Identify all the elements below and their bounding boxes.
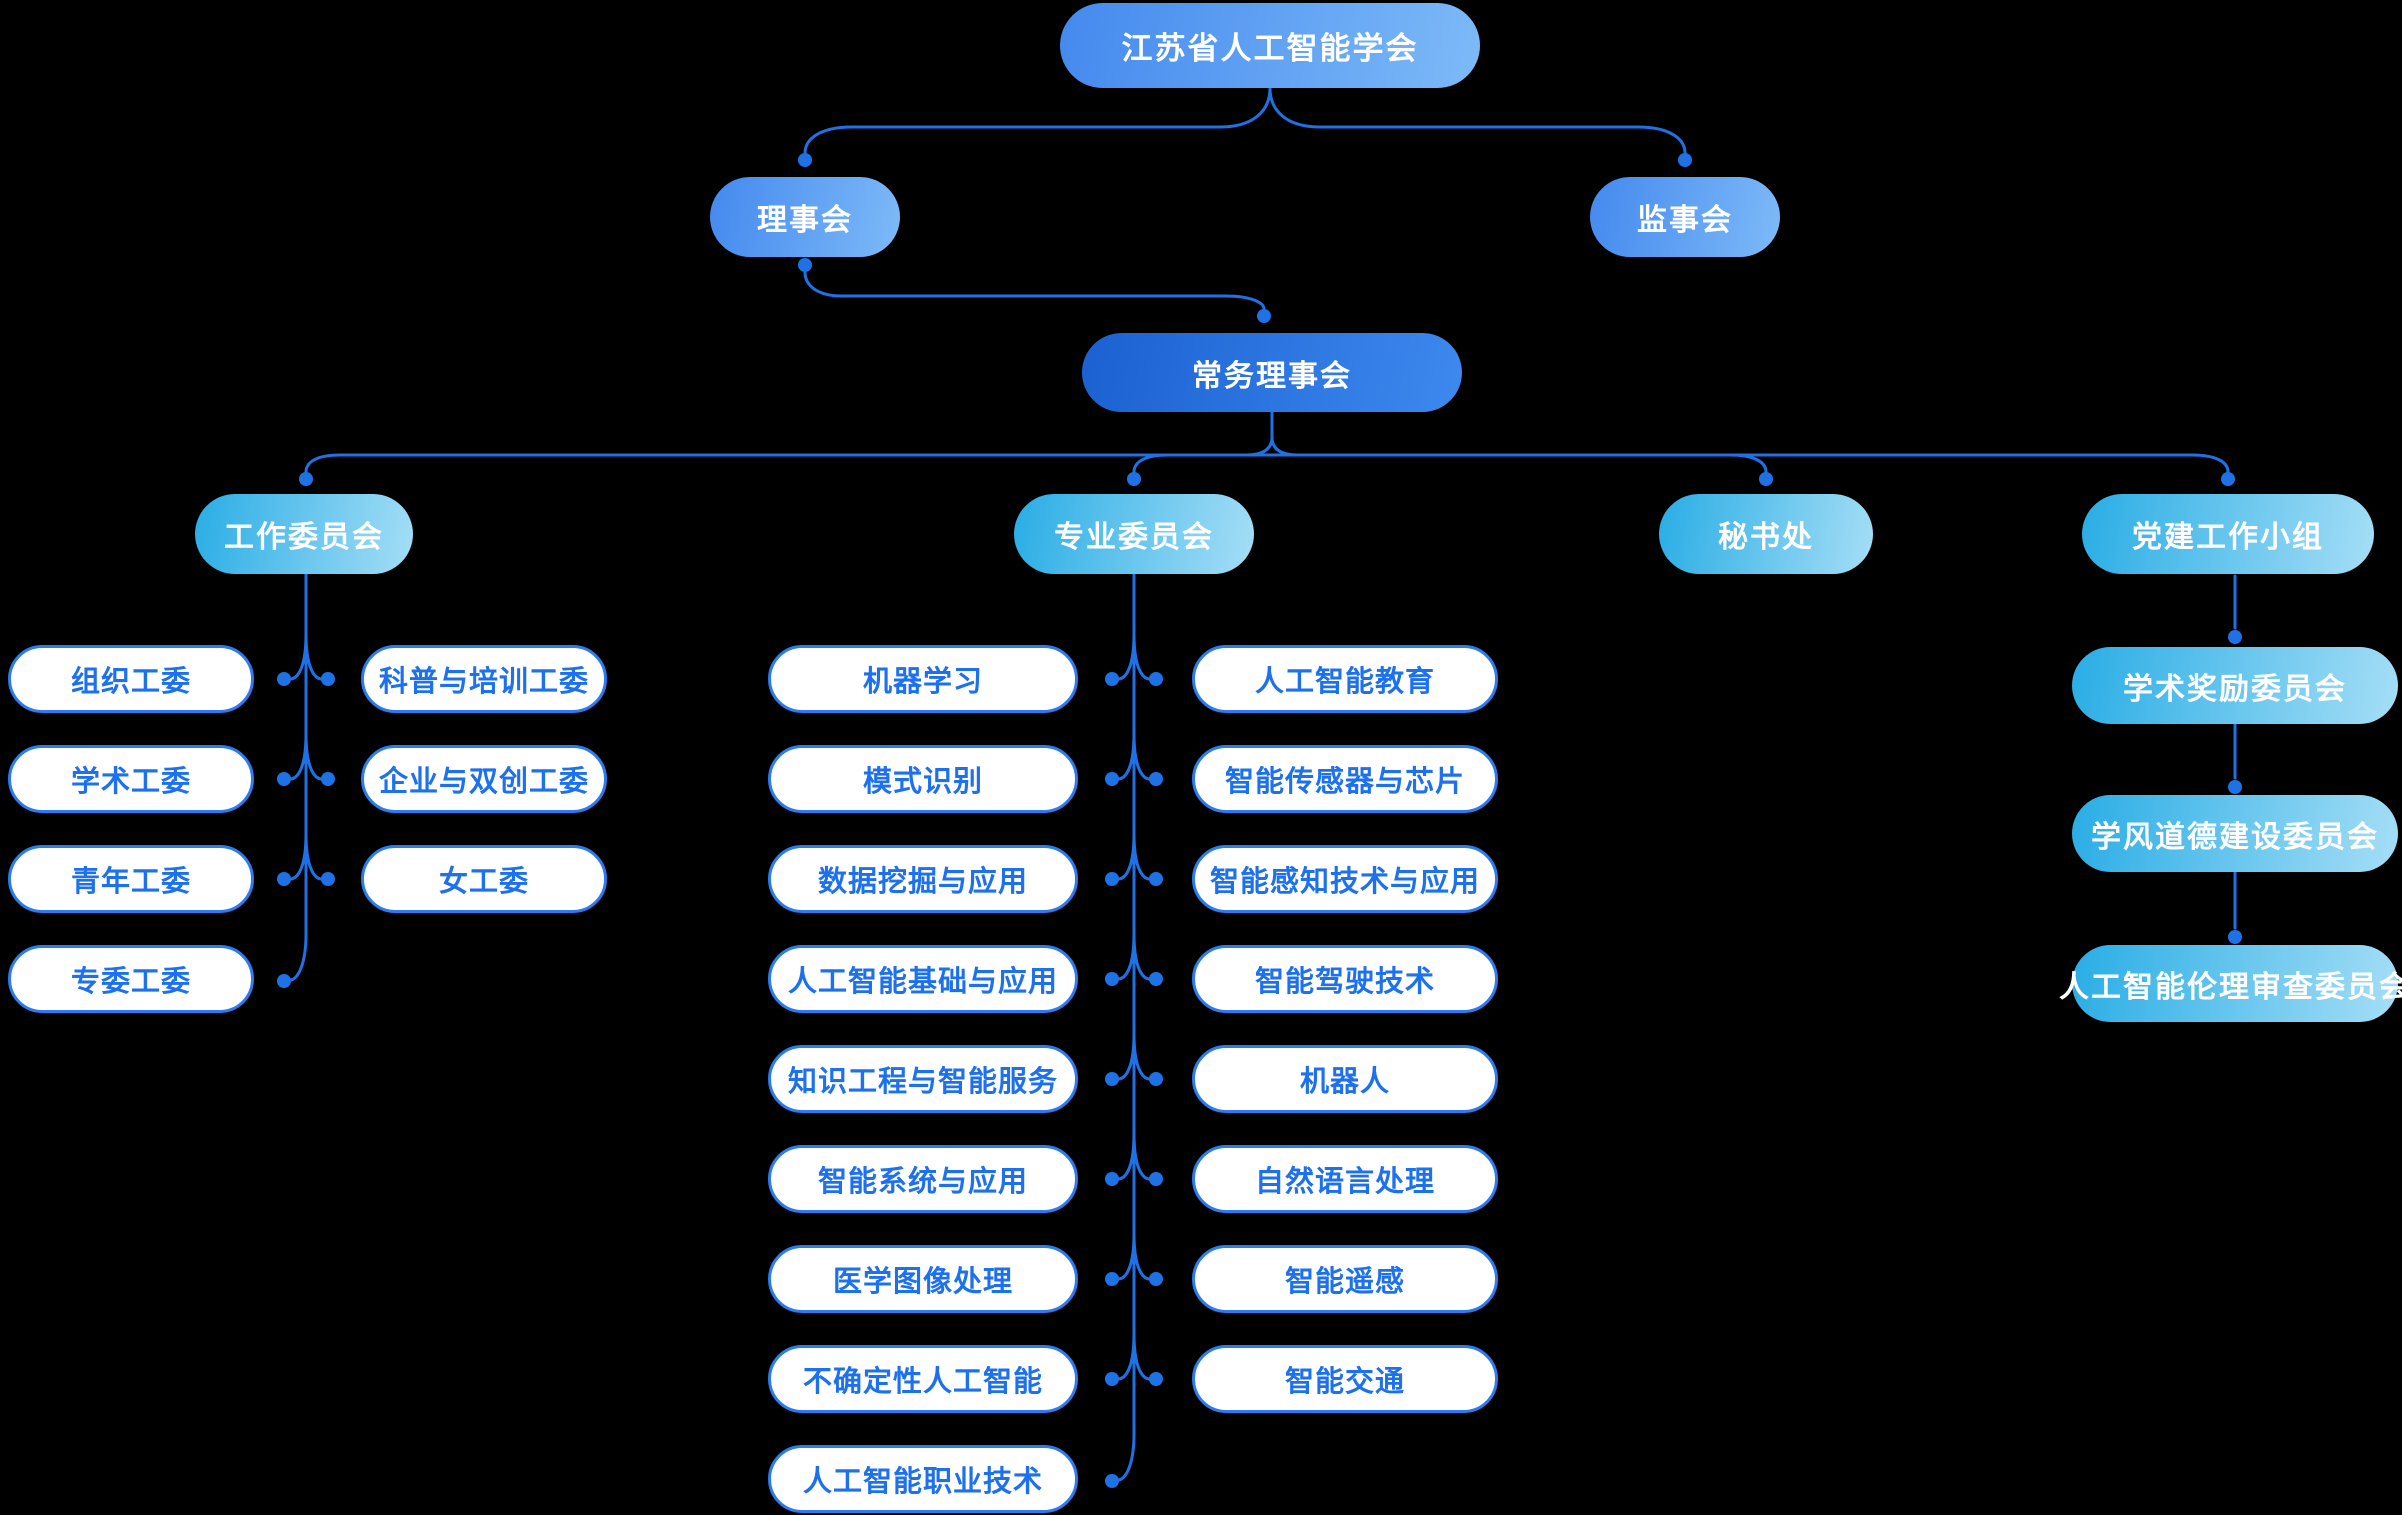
leaf-special-left: 人工智能基础与应用 <box>768 945 1078 1013</box>
connector-dot <box>2228 930 2242 944</box>
leaf-work-right: 企业与双创工委 <box>361 745 607 813</box>
connector-dot <box>2228 780 2242 794</box>
connector-dot <box>321 672 335 686</box>
connector-dot <box>1678 153 1692 167</box>
leaf-special-left: 机器学习 <box>768 645 1078 713</box>
connector-dot <box>1105 972 1119 986</box>
node-special-committee: 专业委员会 <box>1014 494 1254 574</box>
connector-dot <box>277 772 291 786</box>
leaf-special-left: 知识工程与智能服务 <box>768 1045 1078 1113</box>
leaf-special-left: 不确定性人工智能 <box>768 1345 1078 1413</box>
connector-dot <box>1105 1272 1119 1286</box>
leaf-work-left: 组织工委 <box>8 645 254 713</box>
connector-dot <box>1105 1474 1119 1488</box>
node-party-building-group: 党建工作小组 <box>2082 494 2374 574</box>
node-standing-council: 常务理事会 <box>1082 333 1462 412</box>
connector-dot <box>277 872 291 886</box>
leaf-special-right: 人工智能教育 <box>1192 645 1498 713</box>
connector-dot <box>1149 972 1163 986</box>
leaf-special-right: 智能传感器与芯片 <box>1192 745 1498 813</box>
connector-dot <box>321 872 335 886</box>
connector-dot <box>1105 772 1119 786</box>
connector-dot <box>1105 1072 1119 1086</box>
leaf-special-right: 机器人 <box>1192 1045 1498 1113</box>
connector-dot <box>1149 1372 1163 1386</box>
connector-dot <box>1105 672 1119 686</box>
leaf-work-left: 专委工委 <box>8 945 254 1013</box>
connector-dot <box>1105 1172 1119 1186</box>
leaf-special-left: 智能系统与应用 <box>768 1145 1078 1213</box>
leaf-party-committee: 人工智能伦理审查委员会 <box>2059 945 2402 1022</box>
leaf-party-committee: 学术奖励委员会 <box>2072 647 2398 724</box>
leaf-work-left: 学术工委 <box>8 745 254 813</box>
connector-dot <box>2221 472 2235 486</box>
connector-dot <box>1149 1272 1163 1286</box>
leaf-special-right: 智能驾驶技术 <box>1192 945 1498 1013</box>
connector-dot <box>1149 772 1163 786</box>
leaf-special-right: 智能遥感 <box>1192 1245 1498 1313</box>
connector-dot <box>277 974 291 988</box>
node-work-committee: 工作委员会 <box>195 494 413 574</box>
connector-dot <box>277 672 291 686</box>
connector-dot <box>1759 472 1773 486</box>
connector-dot <box>1149 1172 1163 1186</box>
leaf-special-right: 自然语言处理 <box>1192 1145 1498 1213</box>
leaf-special-left: 医学图像处理 <box>768 1245 1078 1313</box>
connector-dot <box>1257 309 1271 323</box>
leaf-work-left: 青年工委 <box>8 845 254 913</box>
leaf-party-committee: 学风道德建设委员会 <box>2072 795 2398 872</box>
connector-dot <box>1149 872 1163 886</box>
connector-dot <box>1149 672 1163 686</box>
connector-dot <box>1105 872 1119 886</box>
leaf-special-left: 人工智能职业技术 <box>768 1445 1078 1513</box>
leaf-work-right: 女工委 <box>361 845 607 913</box>
connector-dot <box>798 258 812 272</box>
leaf-special-left: 数据挖掘与应用 <box>768 845 1078 913</box>
node-board-of-directors: 理事会 <box>710 177 900 257</box>
connector-dot <box>2228 630 2242 644</box>
node-secretariat: 秘书处 <box>1659 494 1873 574</box>
connector-dot <box>1149 1072 1163 1086</box>
connector-dot <box>299 472 313 486</box>
node-root: 江苏省人工智能学会 <box>1060 3 1480 88</box>
connector-dot <box>798 153 812 167</box>
connector-dot <box>1127 472 1141 486</box>
leaf-special-left: 模式识别 <box>768 745 1078 813</box>
leaf-special-right: 智能感知技术与应用 <box>1192 845 1498 913</box>
node-board-of-supervisors: 监事会 <box>1590 177 1780 257</box>
leaf-work-right: 科普与培训工委 <box>361 645 607 713</box>
connector-dot <box>321 772 335 786</box>
leaf-special-right: 智能交通 <box>1192 1345 1498 1413</box>
connector-dot <box>1105 1372 1119 1386</box>
